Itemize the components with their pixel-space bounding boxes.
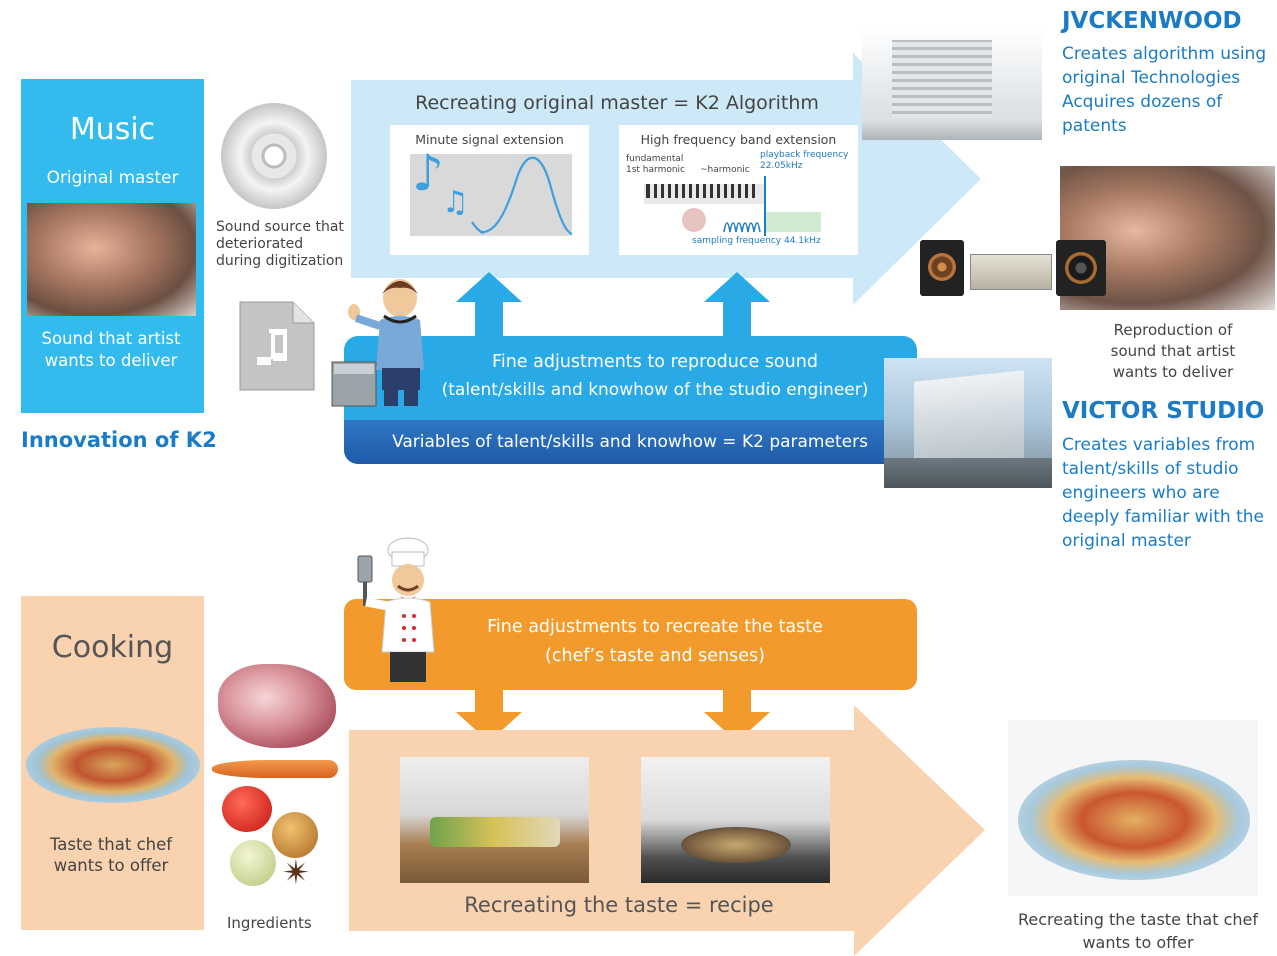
up-arrow-2 <box>704 272 770 340</box>
cd-caption: Sound source that deteriorated during di… <box>216 219 344 269</box>
first-harmonic-label: 1st harmonic <box>626 165 685 175</box>
cd-icon <box>221 103 327 209</box>
jvckenwood-desc: Creates algorithm using original Technol… <box>1062 44 1267 136</box>
chef-pan-photo <box>641 757 830 883</box>
up-arrow-1 <box>456 272 522 340</box>
onion-ingredient <box>272 812 318 858</box>
engineer-line1: Fine adjustments to reproduce sound <box>492 352 818 372</box>
result-caption: Recreating the taste that chef wants to … <box>1018 910 1258 952</box>
playback-frequency-label: playback frequency <box>760 150 849 160</box>
original-master-label: Original master <box>46 168 179 188</box>
reproduction-caption: Reproduction of sound that artist wants … <box>1110 321 1236 381</box>
high-frequency-title: High frequency band extension <box>640 132 837 147</box>
down-arrow-2 <box>704 688 770 742</box>
victor-studio-name: VICTOR STUDIO <box>1062 398 1265 424</box>
fundamental-label: fundamental <box>626 154 684 164</box>
victor-studio-desc: Creates variables from talent/skills of … <box>1062 435 1264 551</box>
tomato-ingredient <box>222 786 272 832</box>
engineer-line2: (talent/skills and knowhow of the studio… <box>441 380 869 400</box>
music-title: Music <box>69 112 156 147</box>
victor-studio-building-photo <box>884 358 1052 488</box>
ingredients-label: Ingredients <box>227 914 312 932</box>
small-music-note-icon: ♫ <box>442 185 469 220</box>
cabbage-ingredient <box>230 840 276 886</box>
carrot-ingredient <box>212 760 338 778</box>
chef-figure <box>357 537 435 682</box>
result-dish-photo <box>1008 720 1258 896</box>
pasta-dish <box>26 727 200 803</box>
cooking-caption: Taste that chef wants to offer <box>49 835 173 875</box>
meat-ingredient <box>218 664 336 748</box>
down-arrow-1 <box>456 688 522 742</box>
guitar-photo <box>27 203 196 316</box>
harmonic-label: ~harmonic <box>700 165 750 175</box>
music-caption: Sound that artist wants to deliver <box>41 329 181 370</box>
engineer-box <box>344 336 917 464</box>
frequency-graph <box>644 176 821 236</box>
chef-cutting-photo <box>400 757 589 883</box>
sampling-frequency-label: sampling frequency 44.1kHz <box>692 236 821 246</box>
jvckenwood-building-photo <box>862 30 1042 140</box>
minute-signal-graph <box>410 154 572 236</box>
chef-line2: (chef’s taste and senses) <box>545 646 765 666</box>
innovation-label: Innovation of K2 <box>21 428 217 452</box>
star-anise-icon: ✴ <box>282 853 311 893</box>
k2-arrow-title: Recreating original master = K2 Algorith… <box>415 92 819 114</box>
playback-frequency-value: 22.05kHz <box>760 161 803 171</box>
chef-line1: Fine adjustments to recreate the taste <box>487 617 823 637</box>
k2-parameters-label: Variables of talent/skills and knowhow =… <box>392 432 868 452</box>
music-file-icon <box>239 301 315 391</box>
chef-box <box>344 599 917 690</box>
recipe-label: Recreating the taste = recipe <box>464 893 774 917</box>
stereo-system <box>920 238 1108 298</box>
music-note-icon: ♪ <box>412 144 444 202</box>
jvckenwood-name: JVCKENWOOD <box>1062 8 1242 34</box>
studio-engineer-figure <box>331 279 424 407</box>
minute-signal-title: Minute signal extension <box>415 132 564 147</box>
cooking-title: Cooking <box>51 630 174 665</box>
